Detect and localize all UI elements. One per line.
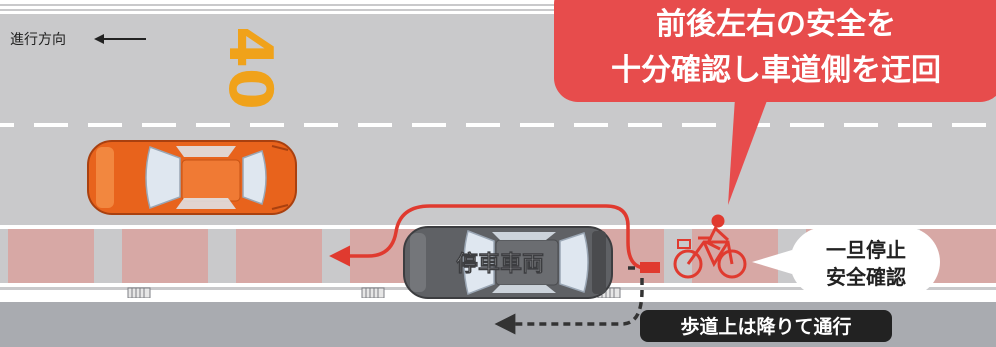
road-edge-line-1 xyxy=(0,4,996,6)
parked-car-label: 停車車両 xyxy=(456,251,544,277)
orange-car xyxy=(87,140,297,215)
sidewalk-route-arrow xyxy=(494,266,644,335)
stop-bubble-line1: 一旦停止 xyxy=(826,238,906,262)
sidewalk-note-label: 歩道上は降りて通行 xyxy=(680,315,851,338)
bicycle-icon xyxy=(673,214,747,279)
drain-grate-icon xyxy=(127,287,151,299)
bypass-route-arrow xyxy=(329,204,658,270)
stop-check-bubble xyxy=(752,227,940,297)
caution-callout xyxy=(554,0,996,205)
speed-marking: 40 xyxy=(215,26,285,110)
callout-line1: 前後左右の安全を xyxy=(656,7,896,42)
stop-bubble-line2: 安全確認 xyxy=(826,265,906,289)
road-edge-line-2 xyxy=(0,9,996,11)
sidewalk-note-badge xyxy=(640,310,892,342)
stop-line-marker xyxy=(640,262,660,273)
parked-car xyxy=(403,226,613,299)
curb xyxy=(0,298,996,302)
drain-grate-icon xyxy=(361,287,385,299)
callout-line2: 十分確認し車道側を迂回 xyxy=(611,53,941,88)
arrow-left-icon xyxy=(94,34,146,44)
direction-label: 進行方向 xyxy=(10,32,66,48)
